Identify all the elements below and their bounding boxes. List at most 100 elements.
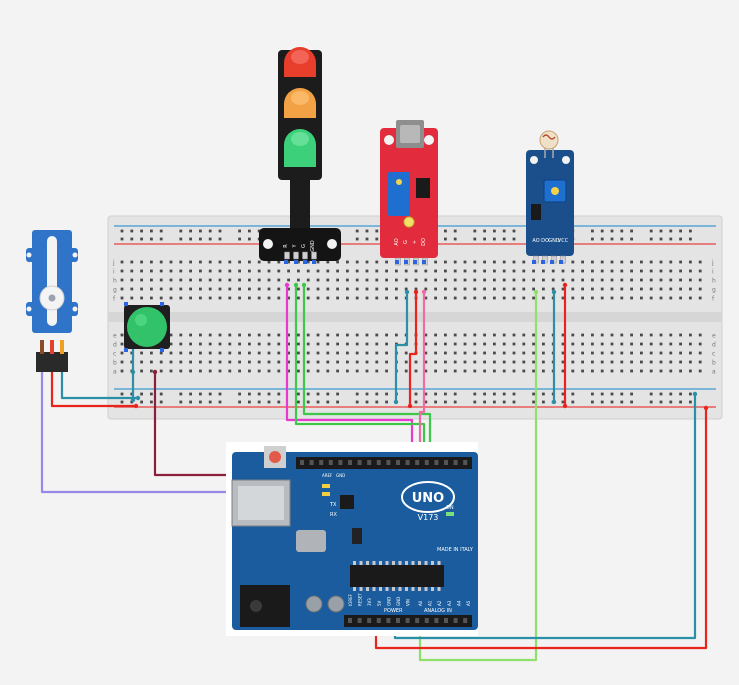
breadboard-hole bbox=[385, 342, 388, 346]
header-hole bbox=[405, 618, 410, 623]
wire-end-dot bbox=[562, 282, 568, 288]
breadboard-hole bbox=[346, 269, 349, 273]
rail-hole bbox=[189, 400, 192, 404]
header-hole bbox=[396, 618, 400, 623]
breadboard-hole bbox=[444, 342, 447, 346]
header-pin bbox=[293, 251, 299, 260]
rail-hole bbox=[365, 229, 369, 233]
breadboard-hole bbox=[463, 260, 467, 264]
breadboard-hole bbox=[620, 360, 624, 364]
photoresistor-trace bbox=[542, 134, 556, 140]
breadboard-hole bbox=[336, 296, 339, 300]
breadboard-hole bbox=[532, 269, 535, 273]
breadboard-hole bbox=[561, 360, 565, 364]
breadboard-hole bbox=[316, 287, 320, 291]
rail-hole bbox=[502, 400, 506, 404]
breadboard-hole bbox=[610, 296, 614, 300]
breadboard-hole bbox=[277, 278, 281, 282]
breadboard-hole bbox=[630, 278, 633, 282]
wire-end-dot bbox=[284, 282, 290, 288]
breadboard-hole bbox=[140, 369, 143, 373]
wire-end-dot bbox=[152, 369, 158, 375]
breadboard-hole bbox=[189, 351, 192, 355]
button-cap[interactable] bbox=[127, 307, 167, 347]
row-letter: i bbox=[712, 269, 714, 276]
breadboard-hole bbox=[512, 278, 516, 282]
breadboard-hole bbox=[336, 260, 339, 264]
rail-hole bbox=[199, 237, 202, 241]
breadboard-hole bbox=[346, 278, 349, 282]
breadboard-hole bbox=[698, 296, 702, 300]
servo-motor[interactable] bbox=[26, 230, 78, 372]
rail-hole bbox=[150, 229, 153, 233]
made-in-label: MADE IN ITALY bbox=[437, 547, 474, 553]
breadboard-hole bbox=[414, 269, 418, 273]
breadboard-hole bbox=[297, 369, 300, 373]
light-mount-hole bbox=[530, 156, 538, 164]
breadboard-hole bbox=[346, 260, 349, 264]
breadboard-hole bbox=[522, 269, 526, 273]
reset-button-cap[interactable] bbox=[269, 451, 281, 463]
breadboard-hole bbox=[561, 287, 565, 291]
breadboard-hole bbox=[630, 260, 633, 264]
rail-hole bbox=[689, 400, 692, 404]
arduino-uno-board[interactable]: UNO V173 MADE IN ITALY POWER ANALOG IN T… bbox=[226, 442, 478, 636]
breadboard-hole bbox=[532, 360, 535, 364]
breadboard-hole bbox=[218, 260, 222, 264]
breadboard-hole bbox=[463, 269, 467, 273]
connected-hole bbox=[160, 348, 164, 352]
breadboard-hole bbox=[473, 369, 477, 373]
breadboard-hole bbox=[610, 351, 614, 355]
rail-hole bbox=[208, 229, 212, 233]
breadboard-hole bbox=[159, 278, 163, 282]
sound-potentiometer-icon[interactable] bbox=[388, 172, 410, 216]
breadboard-hole bbox=[444, 278, 447, 282]
connected-hole bbox=[124, 348, 128, 352]
breadboard-hole bbox=[287, 260, 290, 264]
breadboard-hole bbox=[473, 269, 477, 273]
servo-horn[interactable] bbox=[47, 236, 57, 326]
breadboard-hole bbox=[179, 260, 183, 264]
breadboard-hole bbox=[150, 360, 153, 364]
breadboard-hole bbox=[267, 342, 271, 346]
breadboard-hole bbox=[375, 296, 379, 300]
breadboard-hole bbox=[257, 333, 261, 337]
breadboard-holes bbox=[120, 229, 702, 404]
rail-hole bbox=[493, 237, 496, 241]
rail-hole bbox=[591, 229, 594, 233]
breadboard-hole bbox=[551, 269, 555, 273]
capacitor-icon bbox=[305, 595, 323, 613]
breadboard-hole bbox=[365, 351, 369, 355]
breadboard-hole bbox=[591, 260, 594, 264]
rail-hole bbox=[659, 229, 663, 233]
connected-hole bbox=[559, 260, 563, 264]
breadboard-hole bbox=[140, 296, 143, 300]
header-hole bbox=[424, 618, 429, 623]
row-letter: a bbox=[712, 369, 716, 376]
rail-hole bbox=[179, 237, 183, 241]
row-letter: h bbox=[113, 278, 117, 285]
breadboard-hole bbox=[169, 369, 173, 373]
rail-hole bbox=[120, 400, 124, 404]
breadboard-hole bbox=[424, 351, 428, 355]
rail-hole bbox=[179, 229, 183, 233]
breadboard-hole bbox=[355, 351, 359, 355]
push-button[interactable] bbox=[124, 305, 170, 349]
breadboard-hole bbox=[453, 360, 457, 364]
breadboard-hole bbox=[267, 369, 271, 373]
rail-hole bbox=[620, 237, 624, 241]
breadboard-hole bbox=[150, 287, 153, 291]
connected-hole bbox=[413, 260, 417, 264]
chip-leg bbox=[405, 587, 408, 591]
chip-leg bbox=[411, 561, 415, 565]
breadboard-hole bbox=[561, 333, 565, 337]
breadboard-hole bbox=[502, 269, 506, 273]
chip-leg bbox=[353, 561, 356, 565]
breadboard-hole bbox=[179, 351, 183, 355]
analog-pin-label: A1 bbox=[428, 600, 433, 606]
chip-leg bbox=[431, 587, 434, 591]
